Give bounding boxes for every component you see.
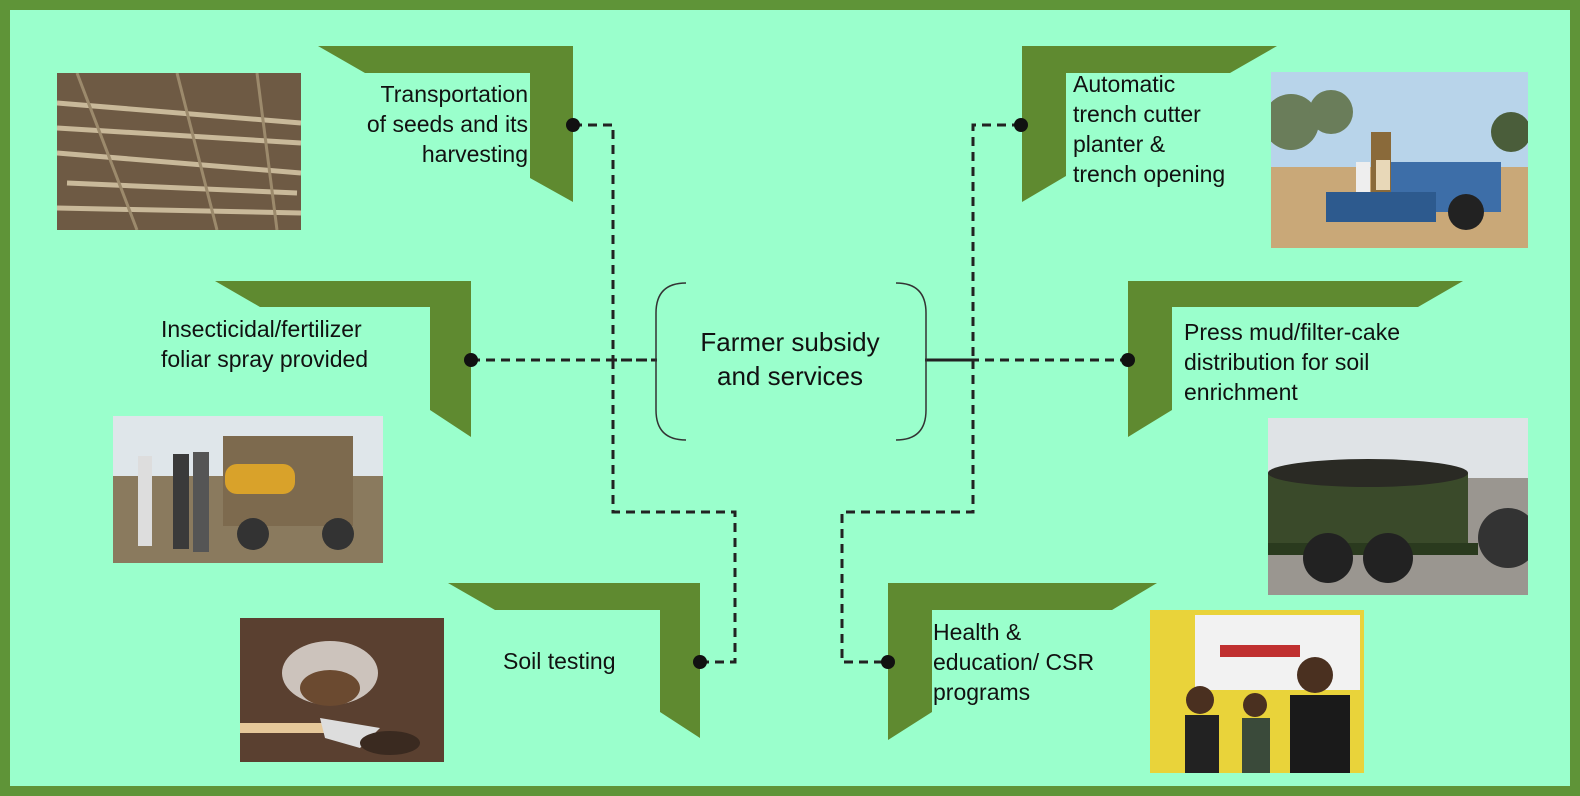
connector-dot-trench	[1014, 118, 1028, 132]
label-soil-testing: Soil testing	[503, 648, 616, 674]
photo-sugarcane-stalks	[57, 73, 301, 230]
photo-trench-cutter	[1271, 72, 1528, 248]
connector-transport	[573, 123, 657, 362]
corner-shape-health	[888, 583, 1157, 740]
photo-soil-sample	[240, 618, 444, 762]
connector-dot-spray	[464, 353, 478, 367]
label-health-education: Health & education/ CSR programs	[933, 619, 1095, 705]
connector-trench	[925, 123, 1021, 362]
corner-shape-transport	[318, 46, 573, 202]
corner-shape-trench	[1022, 46, 1277, 202]
label-trench-cutter: Automatic trench cutter planter & trench…	[1073, 71, 1226, 187]
center-title: Farmer subsidy and services	[700, 327, 880, 391]
photo-spray-machine	[113, 416, 383, 563]
label-press-mud: Press mud/filter-cake distribution for s…	[1184, 319, 1401, 405]
connector-dot-pressmud	[1121, 353, 1135, 367]
corner-shape-pressmud	[1128, 281, 1463, 437]
photo-csr-event	[1150, 610, 1364, 773]
corner-shape-spray	[215, 281, 471, 437]
connector-dot-transport	[566, 118, 580, 132]
connector-dot-health	[881, 655, 895, 669]
photo-pressmud-trailer	[1268, 418, 1528, 595]
corner-shape-soil	[448, 583, 700, 738]
center-bracket	[655, 282, 927, 441]
connector-dot-soil	[693, 655, 707, 669]
connector-soil	[611, 360, 737, 664]
label-insecticide-spray: Insecticidal/fertilizer foliar spray pro…	[161, 316, 369, 372]
label-transportation: Transportation of seeds and its harvesti…	[366, 81, 528, 167]
